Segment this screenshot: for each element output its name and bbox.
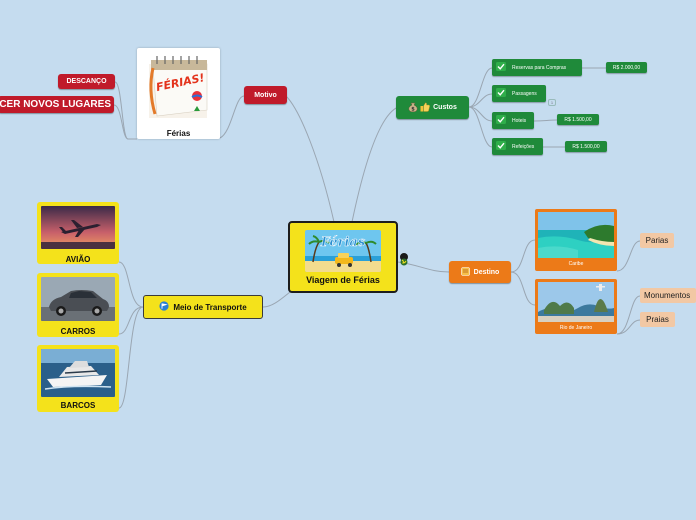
refeicoes-price-label: R$ 1.500,00 [572,143,600,150]
thumbs-up-icon [420,102,430,114]
money-bag-icon: $ [408,101,418,114]
parias-topic[interactable]: Parias [640,233,674,248]
monumentos-topic[interactable]: Monumentos [640,288,696,303]
reservas-topic[interactable]: Reservas para Compras [492,59,582,76]
refeicoes-label: Refeições [512,143,535,150]
boat-photo [41,349,115,397]
descanco-topic[interactable]: DESCANÇO [58,74,115,89]
passagens-label: Passagens [512,90,537,97]
car-photo [41,277,115,321]
conhecer-novos-lugares-label: CER NOVOS LUGARES [0,99,111,110]
descanco-label: DESCANÇO [66,78,107,85]
caribe-card[interactable]: Caribe [535,209,617,271]
hoteis-price-label: R$ 1.500,00 [564,116,592,123]
destino-topic[interactable]: Destino [449,261,511,283]
conhecer-novos-lugares-topic[interactable]: CER NOVOS LUGARES [0,96,114,113]
earth-globe-icon [400,253,408,266]
checkmark-icon [496,62,506,71]
calendar-icon: FÉRIAS! [143,50,215,127]
transporte-label: Meio de Transporte [173,302,247,312]
rio-photo [538,282,614,322]
hoteis-label: Hoteis [512,117,527,124]
central-topic[interactable]: Férias Viagem de Férias [288,221,398,293]
reservas-price[interactable]: R$ 2.000,00 [606,62,647,73]
aviao-card[interactable]: AVIÃO [37,202,119,264]
barcos-card[interactable]: BARCOS [37,345,119,412]
transporte-topic[interactable]: Meio de Transporte [143,295,263,319]
custos-label: Custos [433,104,457,111]
barcos-label: BARCOS [60,401,96,410]
destino-label: Destino [473,268,500,276]
checkmark-icon [496,141,506,150]
praias-topic[interactable]: Praias [640,312,675,327]
caribe-photo [538,212,614,258]
caribe-label: Caribe [568,261,584,267]
vacation-illustration: Férias [305,229,381,272]
reservas-price-label: R$ 2.000,00 [612,64,641,71]
rio-card[interactable]: Rio de Janeiro [535,279,617,334]
ferias-calendar-card[interactable]: FÉRIAS! Férias [137,48,220,139]
carros-label: CARROS [60,327,96,336]
airplane-photo [41,206,115,249]
passagens-topic[interactable]: Passagens [492,85,546,102]
aviao-label: AVIÃO [65,255,91,264]
destination-box-icon [460,266,470,278]
refeicoes-price[interactable]: R$ 1.500,00 [565,141,607,152]
collapsed-count-badge[interactable]: 1 [548,99,556,106]
ferias-card-label: Férias [166,129,191,138]
checkmark-icon [496,88,506,97]
flag-icon [159,301,169,313]
rio-label: Rio de Janeiro [559,325,593,331]
praias-label: Praias [646,315,669,324]
hoteis-price[interactable]: R$ 1.500,00 [557,114,599,125]
motivo-topic[interactable]: Motivo [244,86,287,104]
svg-text:$: $ [411,107,415,113]
svg-text:Férias: Férias [320,235,366,250]
checkmark-icon [496,115,506,124]
central-topic-label: Viagem de Férias [306,274,380,285]
custos-topic[interactable]: $ Custos [396,96,469,119]
reservas-label: Reservas para Compras [512,64,567,71]
hoteis-topic[interactable]: Hoteis [492,112,534,129]
carros-card[interactable]: CARROS [37,273,119,337]
refeicoes-topic[interactable]: Refeições [492,138,543,155]
parias-label: Parias [645,236,669,245]
motivo-label: Motivo [254,91,277,99]
monumentos-label: Monumentos [644,291,691,300]
collapsed-count: 1 [550,100,554,105]
